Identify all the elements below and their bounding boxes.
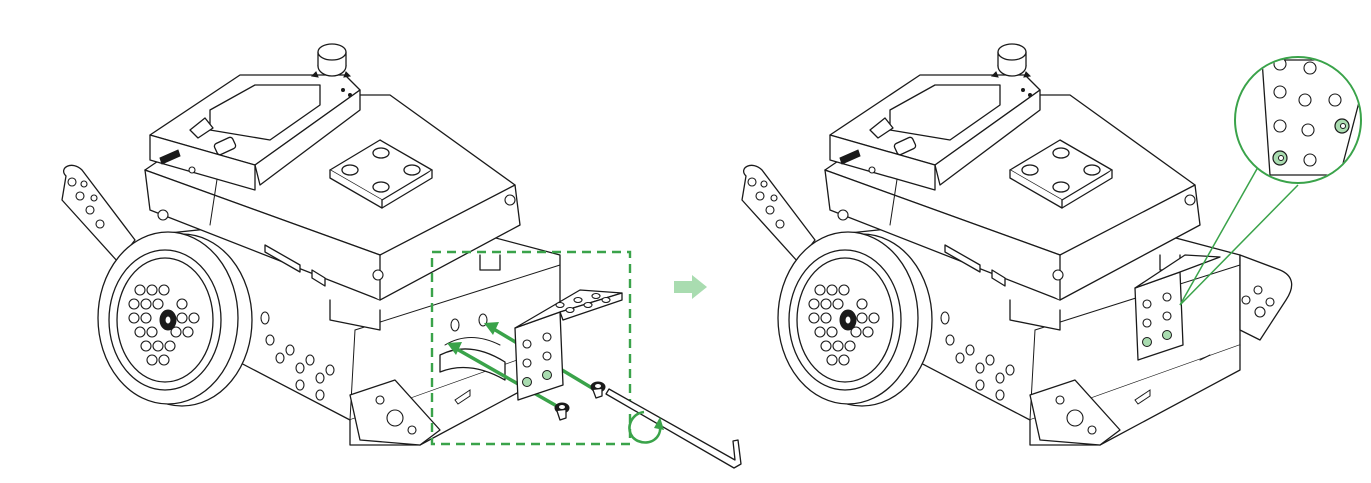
robot-after-bracket <box>741 43 1293 446</box>
l-bracket-part <box>514 289 623 401</box>
screw-left-icon <box>554 402 570 421</box>
screw-right-icon <box>590 381 606 399</box>
magnifier-callout <box>1179 56 1362 306</box>
focus-area-box <box>430 250 632 446</box>
arrow-right-icon <box>674 275 707 299</box>
rotate-clockwise-icon <box>628 410 664 444</box>
hex-key-icon <box>605 388 742 469</box>
robot-before-bracket <box>61 43 561 446</box>
